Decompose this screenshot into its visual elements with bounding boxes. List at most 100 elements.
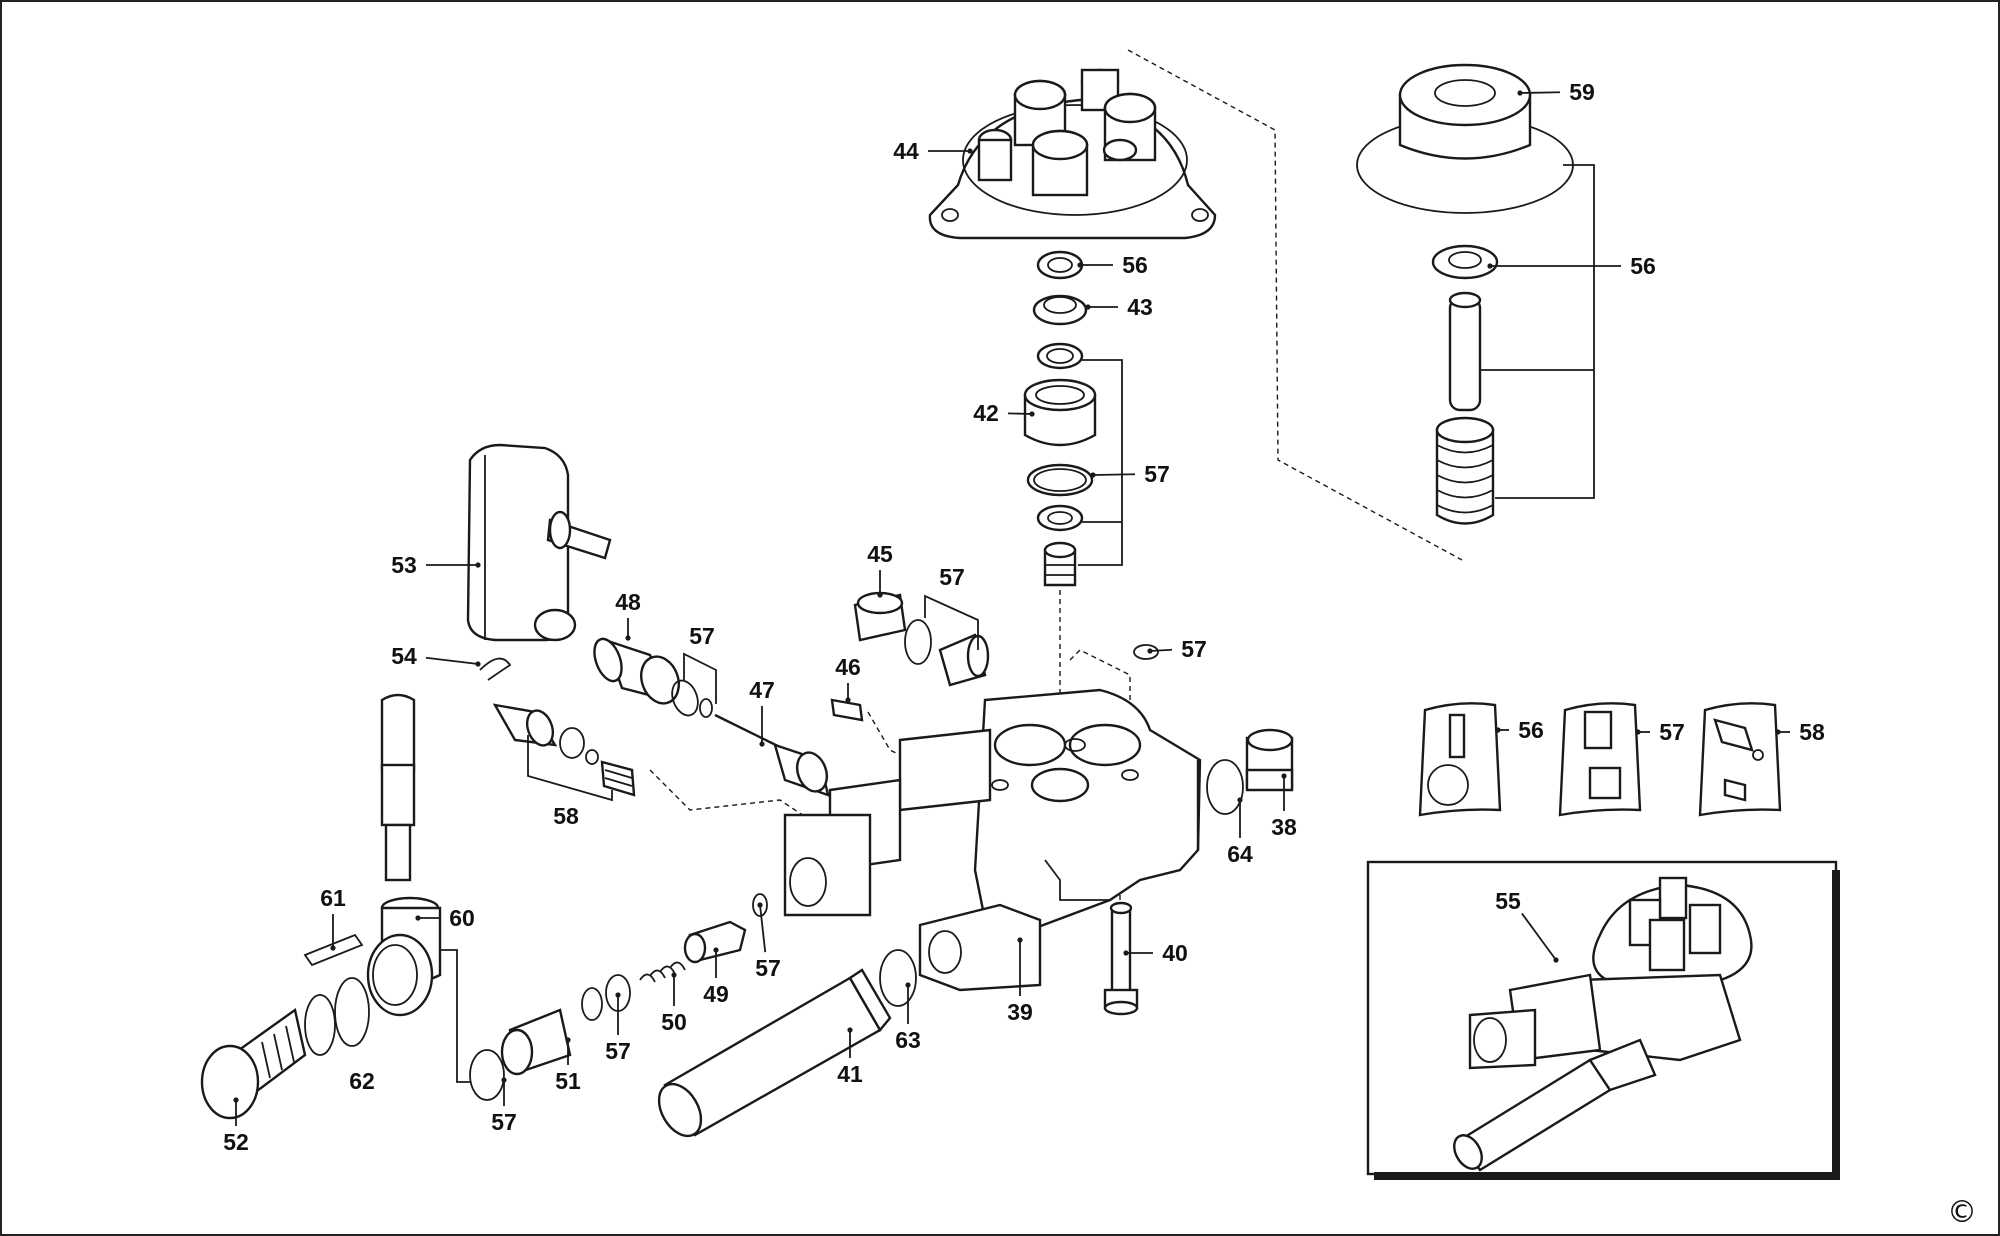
kit-bag-57 xyxy=(1558,702,1642,817)
nozzle-49 xyxy=(683,893,768,964)
spring-50 xyxy=(581,961,686,1021)
leader-dot-49 xyxy=(713,947,719,953)
leader-dot-57a xyxy=(1090,472,1096,478)
part-label-58a: 58 xyxy=(553,803,579,829)
leader-line-57a xyxy=(1092,473,1136,476)
part-label-40: 40 xyxy=(1162,940,1188,966)
valve-51 xyxy=(500,1008,572,1076)
leader-dot-57g xyxy=(501,1077,507,1083)
label-leaders xyxy=(233,90,1790,1126)
leader-dot-51 xyxy=(565,1037,571,1043)
bolt-40 xyxy=(1103,901,1139,1016)
plug-45 xyxy=(853,591,990,687)
part-label-49: 49 xyxy=(703,981,729,1007)
unloader-assembly xyxy=(1356,63,1595,525)
leader-dot-43 xyxy=(1085,304,1091,310)
ring-63 xyxy=(879,949,917,1007)
part-label-57f: 57 xyxy=(605,1038,631,1064)
leader-dot-64 xyxy=(1237,797,1243,803)
seals-57c xyxy=(671,652,717,718)
leader-dot-52 xyxy=(233,1097,239,1103)
part-label-62: 62 xyxy=(349,1068,375,1094)
manifold-39 xyxy=(783,688,1202,992)
copyright-mark: © xyxy=(1947,1195,1977,1230)
part-label-50: 50 xyxy=(661,1009,687,1035)
kit-bag-56 xyxy=(1418,702,1502,817)
housing-53 xyxy=(466,443,612,642)
part-label-54: 54 xyxy=(391,643,417,669)
leader-dot-58b xyxy=(1775,729,1781,735)
part-label-56b: 56 xyxy=(1122,252,1148,278)
part-label-42: 42 xyxy=(973,400,999,426)
part-label-61: 61 xyxy=(320,885,346,911)
leader-dot-48 xyxy=(625,635,631,641)
leader-dot-42 xyxy=(1029,411,1035,417)
leader-line-54 xyxy=(425,656,479,665)
plunger-41 xyxy=(657,968,892,1138)
part-label-60: 60 xyxy=(449,905,475,931)
leader-dot-46 xyxy=(845,697,851,703)
part-label-38: 38 xyxy=(1271,814,1297,840)
inset-assembled-pump xyxy=(1366,860,1840,1180)
leader-60-group xyxy=(440,949,470,1083)
leader-dot-56b xyxy=(1077,262,1083,268)
leader-line-42 xyxy=(1007,412,1033,415)
leader-line-59 xyxy=(1519,91,1561,94)
pin-61 xyxy=(303,933,364,967)
part-label-43: 43 xyxy=(1127,294,1153,320)
part-label-58b: 58 xyxy=(1799,719,1825,745)
connector-58a xyxy=(492,703,636,802)
leader-dot-59 xyxy=(1517,90,1523,96)
part-label-57b: 57 xyxy=(939,564,965,590)
part-label-59: 59 xyxy=(1569,79,1595,105)
hose-60 xyxy=(366,693,442,1017)
part-label-55: 55 xyxy=(1495,888,1521,914)
leader-dot-61 xyxy=(330,945,336,951)
leader-dot-44 xyxy=(967,148,973,154)
leader-dot-63 xyxy=(905,982,911,988)
rings-62 xyxy=(304,977,370,1056)
part-label-64: 64 xyxy=(1227,841,1253,867)
leader-dot-45 xyxy=(877,592,883,598)
leader-dot-47 xyxy=(759,741,765,747)
part-label-56a: 56 xyxy=(1630,253,1656,279)
leader-line-55 xyxy=(1521,912,1557,961)
leader-dot-57d xyxy=(1147,648,1153,654)
leader-dot-39 xyxy=(1017,937,1023,943)
valve-stack xyxy=(1023,250,1123,587)
leader-dot-40 xyxy=(1123,950,1129,956)
kit-bag-58 xyxy=(1698,702,1782,817)
cap-52 xyxy=(200,1007,307,1120)
ring-57g xyxy=(469,1049,505,1101)
part-label-56c: 56 xyxy=(1518,717,1544,743)
stem-47 xyxy=(714,713,830,797)
leader-dot-50 xyxy=(671,972,677,978)
part-label-52: 52 xyxy=(223,1129,249,1155)
part-label-57c: 57 xyxy=(689,623,715,649)
part-label-51: 51 xyxy=(555,1068,581,1094)
part-label-45: 45 xyxy=(867,541,893,567)
leader-dot-54 xyxy=(475,661,481,667)
part-label-63: 63 xyxy=(895,1027,921,1053)
fitting-48 xyxy=(593,637,681,705)
leader-dot-57h xyxy=(1635,729,1641,735)
set-screw-46 xyxy=(830,698,864,722)
leader-line-57e xyxy=(759,904,767,953)
washer-57d xyxy=(1133,644,1159,660)
part-label-41: 41 xyxy=(837,1061,863,1087)
part-label-53: 53 xyxy=(391,552,417,578)
leader-dot-55 xyxy=(1553,957,1559,963)
part-label-44: 44 xyxy=(893,138,919,164)
clip-54 xyxy=(479,657,512,681)
leader-dot-56a xyxy=(1487,263,1493,269)
part-label-57e: 57 xyxy=(755,955,781,981)
leader-dot-41 xyxy=(847,1027,853,1033)
leader-dot-57e xyxy=(757,902,763,908)
part-label-46: 46 xyxy=(835,654,861,680)
leader-line-57d xyxy=(1149,648,1173,652)
part-label-57g: 57 xyxy=(491,1109,517,1135)
plug-38 xyxy=(1206,728,1294,815)
